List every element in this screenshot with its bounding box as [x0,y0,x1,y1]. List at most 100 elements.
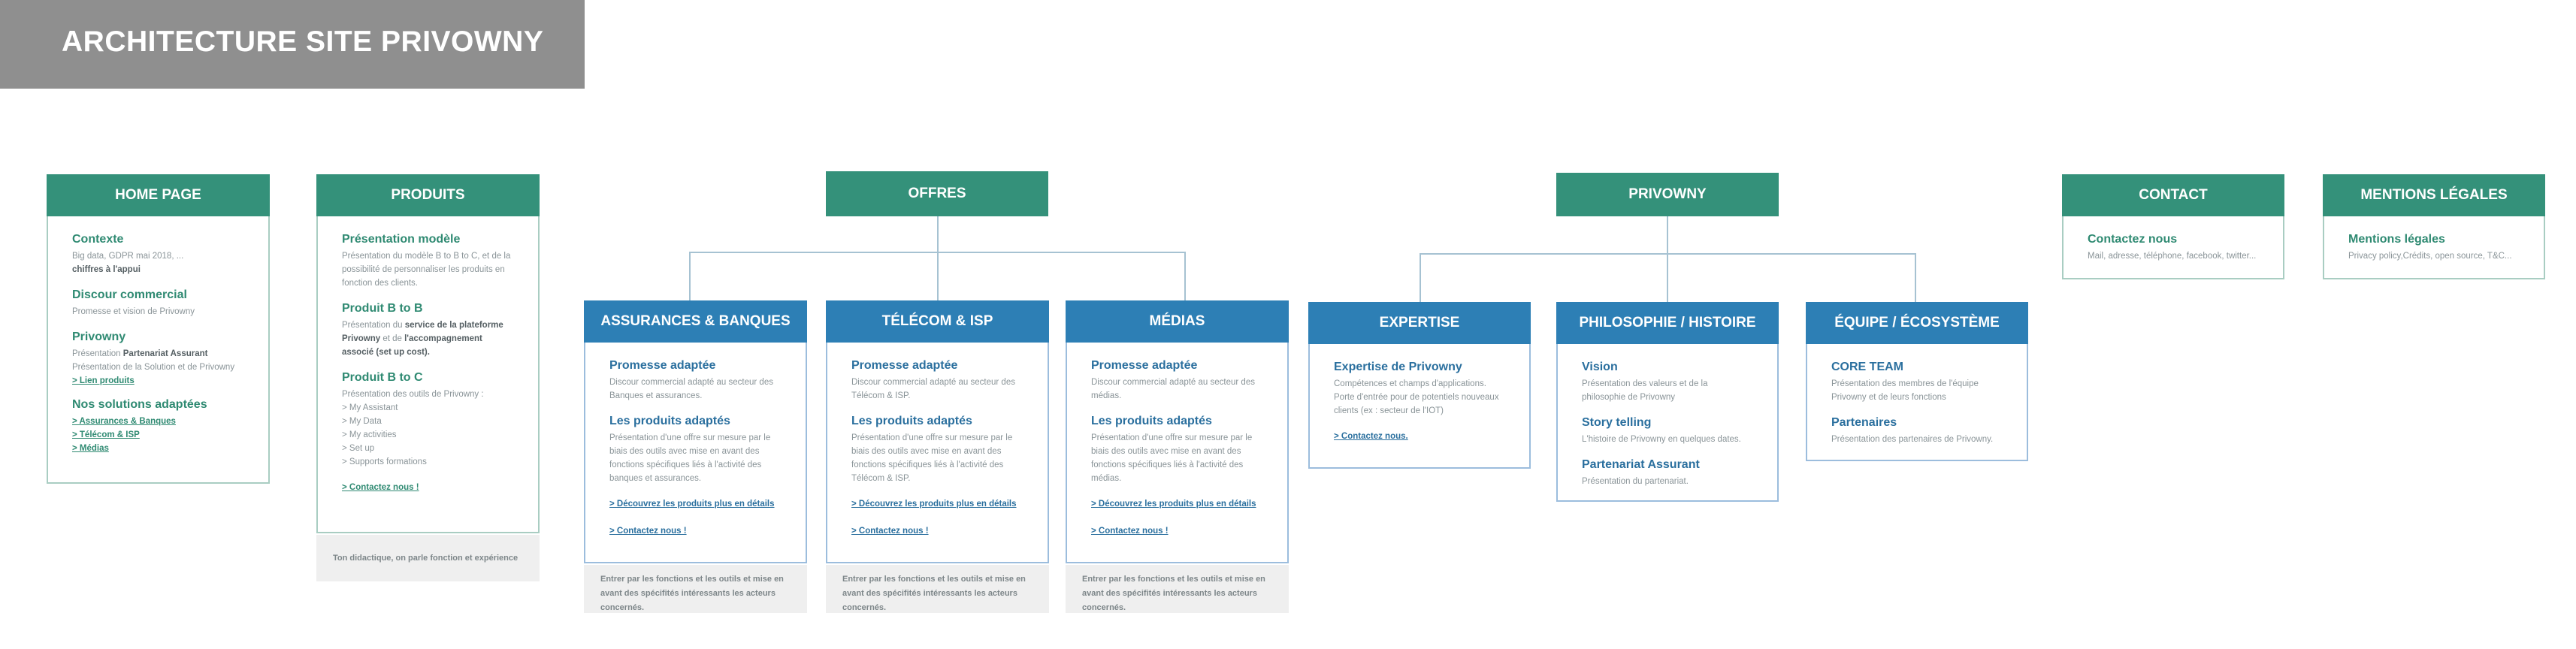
offre-assurances-promesse-title: Promesse adaptée [609,359,716,372]
contact-header[interactable]: CONTACT [2062,174,2284,216]
produits-note: Ton didactique, on parle fonction et exp… [316,535,540,581]
contact-desc: Mail, adresse, téléphone, facebook, twit… [2088,252,2257,261]
produits-box: Présentation modèle Présentation du modè… [316,216,540,533]
produits-btob-desc-a: Présentation du [342,321,405,330]
philosophie-story-desc: L'histoire de Privowny en quelques dates… [1582,435,1741,444]
home-box: Contexte Big data, GDPR mai 2018, ... ch… [47,216,270,484]
produits-btoc-intro: Présentation des outils de Privowny : [342,390,484,399]
home-link-telecom[interactable]: > Télécom & ISP [72,430,140,439]
home-privowny-desc-a: Présentation [72,349,123,358]
expertise-header[interactable]: EXPERTISE [1308,302,1531,344]
offre-telecom-promesse-desc: Discour commercial adapté au secteur des… [851,378,1015,400]
offre-box-telecom: Promesse adaptée Discour commercial adap… [826,343,1049,563]
offre-telecom-produits-title: Les produits adaptés [851,415,972,427]
page-title: ARCHITECTURE SITE PRIVOWNY [62,26,544,58]
offre-telecom-details-link[interactable]: > Découvrez les produits plus en détails [851,500,1017,509]
offres-header[interactable]: OFFRES [826,171,1048,216]
philosophie-box: Vision Présentation des valeurs et de la… [1556,344,1779,502]
expertise-desc: Compétences et champs d'applications. Po… [1334,379,1499,415]
offre-assurances-promesse-desc: Discour commercial adapté au secteur des… [609,378,773,400]
equipe-header[interactable]: ÉQUIPE / ÉCOSYSTÈME [1806,302,2028,344]
offre-medias-promesse-desc: Discour commercial adapté au secteur des… [1091,378,1255,400]
mentions-desc: Privacy policy,Crédits, open source, T&C… [2348,252,2512,261]
expertise-box: Expertise de Privowny Compétences et cha… [1308,344,1531,469]
produits-btob-desc-d: l'accompagnement associé (set up cost). [342,334,482,357]
offres-connector-right [1184,252,1186,301]
offres-connector-stem [937,216,939,252]
privowny-connector-mid [1667,253,1668,303]
produits-btoc-item: > Set up [342,444,375,453]
home-link-medias[interactable]: > Médias [72,444,109,453]
home-header[interactable]: HOME PAGE [47,174,270,216]
offre-assurances-details-link[interactable]: > Découvrez les produits plus en détails [609,500,775,509]
produits-btob-desc-b: service de la plateforme Privowny [342,321,503,343]
home-discour-title: Discour commercial [72,288,187,301]
produits-modele-title: Présentation modèle [342,233,461,246]
produits-modele-desc: Présentation du modèle B to B to C, et d… [342,252,511,288]
home-privowny-desc: Présentation Partenariat Assurant Présen… [72,347,244,374]
offre-telecom-contact-link[interactable]: > Contactez nous ! [851,527,929,536]
produits-btob-desc: Présentation du service de la plateforme… [342,318,514,359]
expertise-title: Expertise de Privowny [1334,361,1462,373]
home-privowny-desc-b: Partenariat Assurant [122,349,208,358]
produits-btoc-item: > My activities [342,430,397,439]
equipe-partenaires-title: Partenaires [1831,416,1897,429]
philosophie-vision-title: Vision [1582,361,1618,373]
offre-box-medias: Promesse adaptée Discour commercial adap… [1066,343,1289,563]
offre-header-telecom[interactable]: TÉLÉCOM & ISP [826,300,1049,343]
home-link-assurances[interactable]: > Assurances & Banques [72,417,176,426]
offre-medias-contact-link[interactable]: > Contactez nous ! [1091,527,1169,536]
produits-btoc-item: > Supports formations [342,457,427,466]
mentions-box: Mentions légales Privacy policy,Crédits,… [2323,216,2545,279]
produits-btoc-item: > My Data [342,417,382,426]
offre-assurances-produits-desc: Présentation d'une offre sur mesure par … [609,433,771,483]
expertise-contact-link[interactable]: > Contactez nous. [1334,432,1408,441]
home-privowny-desc-line2: Présentation de la Solution et de Privow… [72,363,235,372]
privowny-connector-left [1420,253,1421,303]
offre-telecom-promesse-title: Promesse adaptée [851,359,958,372]
mentions-title: Mentions légales [2348,233,2445,246]
offre-header-medias[interactable]: MÉDIAS [1066,300,1289,343]
philosophie-vision-desc: Présentation des valeurs et de la philos… [1582,379,1708,402]
home-contexte-desc: Big data, GDPR mai 2018, ... chiffres à … [72,249,244,276]
home-contexte-desc-line2: chiffres à l'appui [72,265,141,274]
produits-btoc-title: Produit B to C [342,371,423,384]
contact-box: Contactez nous Mail, adresse, téléphone,… [2062,216,2284,279]
offre-medias-produits-desc: Présentation d'une offre sur mesure par … [1091,433,1253,483]
philosophie-header[interactable]: PHILOSOPHIE / HISTOIRE [1556,302,1779,344]
offre-medias-note: Entrer par les fonctions et les outils e… [1066,565,1289,613]
title-banner: ARCHITECTURE SITE PRIVOWNY [0,0,585,89]
offre-medias-produits-title: Les produits adaptés [1091,415,1212,427]
home-discour-desc: Promesse et vision de Privowny [72,307,195,316]
produits-btob-desc-c: et de [380,334,405,343]
contact-title: Contactez nous [2088,233,2178,246]
produits-contact-link[interactable]: > Contactez nous ! [342,483,419,492]
privowny-connector-right [1915,253,1916,303]
offre-assurances-contact-link[interactable]: > Contactez nous ! [609,527,687,536]
home-solutions-title: Nos solutions adaptées [72,398,207,411]
offre-telecom-note: Entrer par les fonctions et les outils e… [826,565,1049,613]
equipe-core-desc: Présentation des membres de l'équipe Pri… [1831,379,1979,402]
philosophie-partenariat-desc: Présentation du partenariat. [1582,477,1689,486]
offre-assurances-note: Entrer par les fonctions et les outils e… [584,565,807,613]
philosophie-partenariat-title: Partenariat Assurant [1582,458,1700,471]
home-contexte-desc-line1: Big data, GDPR mai 2018, ... [72,252,184,261]
home-contexte-title: Contexte [72,233,124,246]
privowny-connector-stem [1667,216,1668,254]
offre-header-assurances[interactable]: ASSURANCES & BANQUES [584,300,807,343]
philosophie-story-title: Story telling [1582,416,1652,429]
produits-header[interactable]: PRODUITS [316,174,540,216]
offre-box-assurances: Promesse adaptée Discour commercial adap… [584,343,807,563]
offre-assurances-produits-title: Les produits adaptés [609,415,730,427]
offres-connector-mid [937,252,939,301]
home-privowny-title: Privowny [72,331,126,343]
home-produits-link[interactable]: > Lien produits [72,376,135,385]
offre-medias-promesse-title: Promesse adaptée [1091,359,1198,372]
offre-medias-details-link[interactable]: > Découvrez les produits plus en détails [1091,500,1256,509]
privowny-header[interactable]: PRIVOWNY [1556,173,1779,216]
equipe-partenaires-desc: Présentation des partenaires de Privowny… [1831,435,1994,444]
offres-connector-left [689,252,691,301]
mentions-header[interactable]: MENTIONS LÉGALES [2323,174,2545,216]
offre-telecom-produits-desc: Présentation d'une offre sur mesure par … [851,433,1013,483]
produits-btoc-item: > My Assistant [342,403,398,412]
